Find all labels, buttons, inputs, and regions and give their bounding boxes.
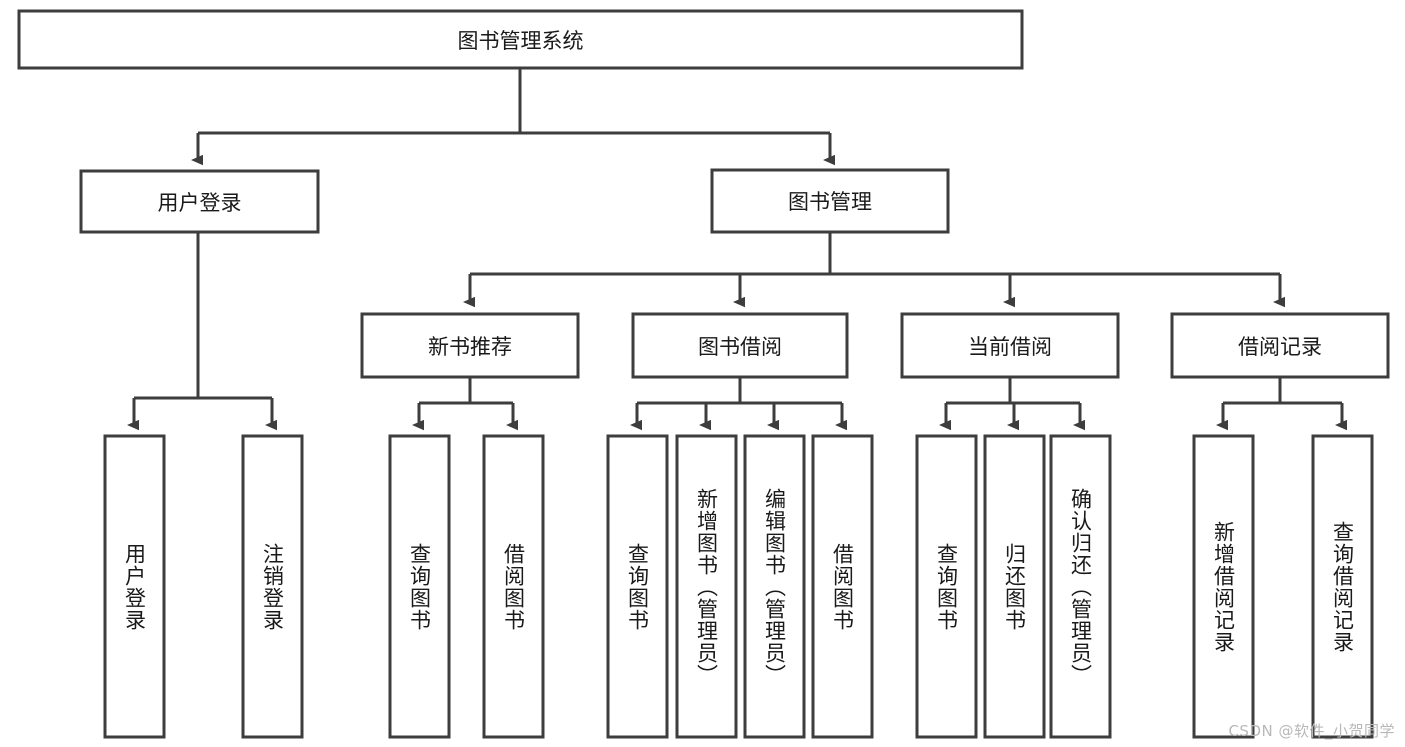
- connector-borrowrecord-to-leaves: [1216, 377, 1347, 431]
- node-current-borrow-box[interactable]: [900, 312, 1120, 379]
- csdn-watermark: CSDN @软件_小贺同学: [1228, 722, 1395, 740]
- leaf-current-borrow-0-box[interactable]: [915, 434, 978, 739]
- leaf-new-book-0-box[interactable]: [388, 434, 451, 739]
- node-user-login-box[interactable]: [79, 169, 320, 234]
- connector-userlogin-to-leaves: [127, 232, 277, 431]
- node-book-management-box[interactable]: [710, 168, 950, 234]
- node-new-book-recommend-box[interactable]: [360, 312, 580, 379]
- leaf-book-borrow-2-box[interactable]: [743, 434, 806, 739]
- leaf-borrow-record-0-box[interactable]: [1192, 434, 1255, 739]
- connector-root-to-level1: [191, 68, 835, 166]
- leaf-borrow-record-1-box[interactable]: [1311, 434, 1374, 739]
- leaf-user-login-0-box[interactable]: [103, 434, 166, 739]
- node-root-box[interactable]: [17, 9, 1024, 70]
- leaf-current-borrow-1-box[interactable]: [983, 434, 1046, 739]
- leaf-book-borrow-1-box[interactable]: [675, 434, 738, 739]
- connector-currentborrow-to-leaves: [939, 377, 1085, 431]
- node-book-borrow-box[interactable]: [631, 312, 849, 379]
- leaf-current-borrow-2-box[interactable]: [1049, 434, 1112, 739]
- connector-bookmgmt-to-level2: [463, 232, 1285, 308]
- leaf-book-borrow-3-box[interactable]: [811, 434, 874, 739]
- leaf-book-borrow-0-box[interactable]: [606, 434, 669, 739]
- connector-newbook-to-leaves: [412, 377, 518, 431]
- node-borrow-record-box[interactable]: [1170, 312, 1390, 379]
- leaf-new-book-1-box[interactable]: [482, 434, 545, 739]
- connector-bookborrow-to-leaves: [630, 377, 847, 431]
- leaf-user-login-1-box[interactable]: [241, 434, 304, 739]
